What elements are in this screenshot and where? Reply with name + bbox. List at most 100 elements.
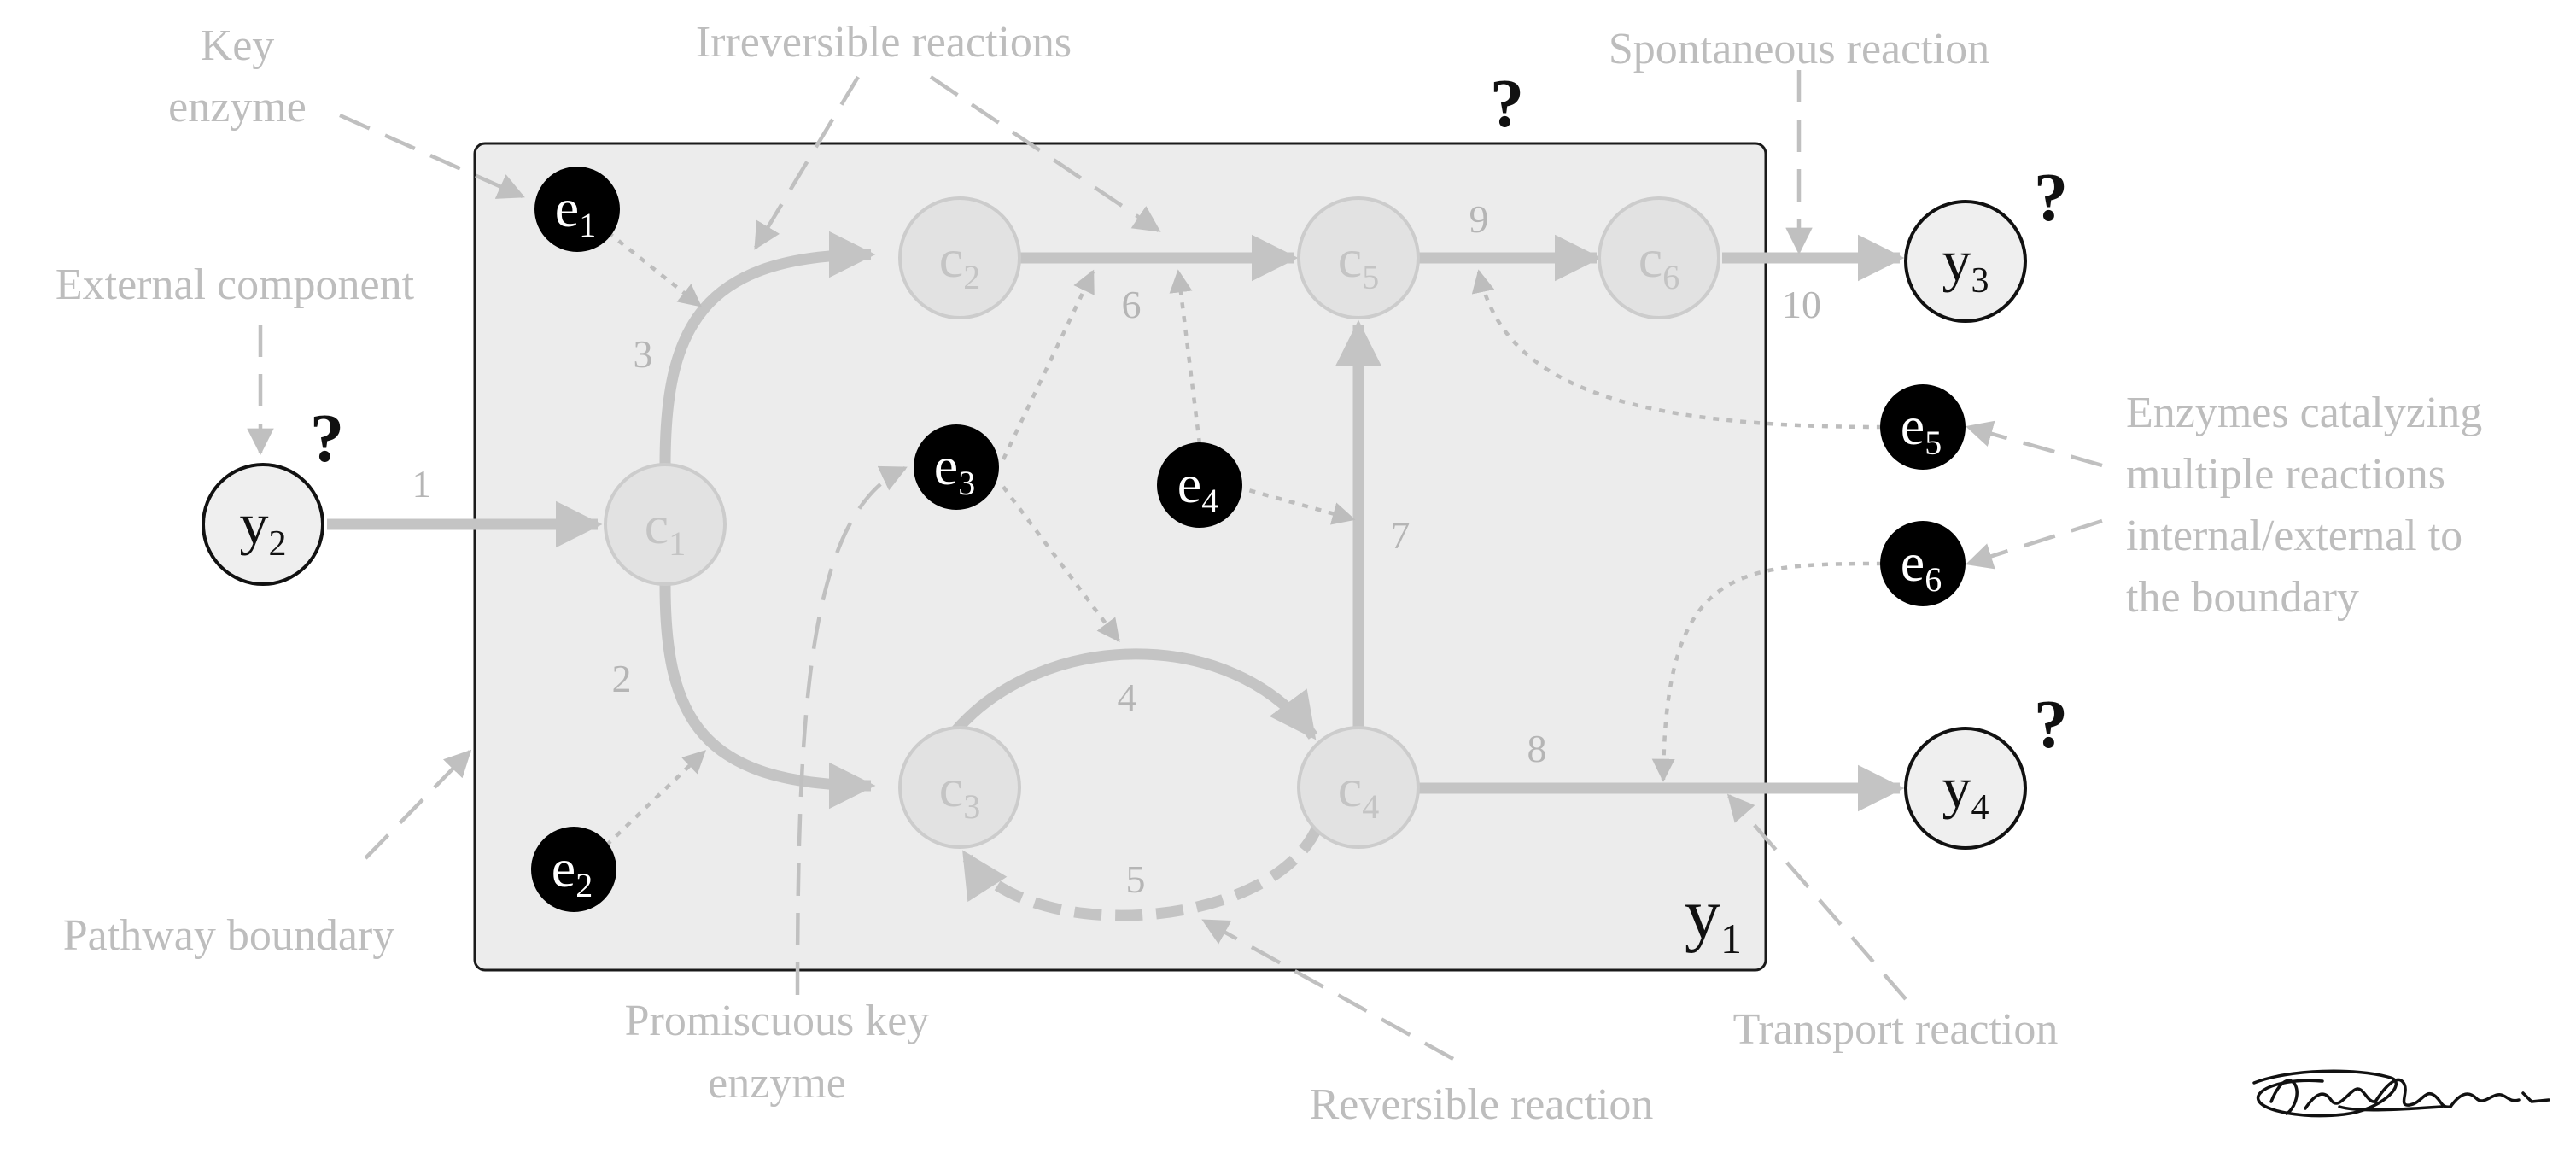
enzyme-sub: 5	[1925, 424, 1942, 462]
compound-label: c	[645, 494, 669, 555]
reaction-number: 3	[634, 332, 653, 376]
reaction-number: 7	[1391, 513, 1411, 557]
enzyme-label: e	[555, 178, 579, 238]
reaction-number: 6	[1122, 283, 1142, 326]
pointer-pathway-boundary	[364, 749, 472, 860]
compound-c1: c1	[604, 463, 727, 586]
catalysis-e5-r9	[1471, 269, 1884, 430]
svg-text:y2: y2	[240, 491, 287, 564]
catalysis-links	[605, 231, 1884, 847]
annotation-labels: Key enzyme Irreversible reactions Sponta…	[55, 18, 2482, 1129]
reaction-4-arrow	[952, 648, 1318, 740]
compound-sub: 5	[1362, 258, 1379, 296]
enzyme-label: e	[1901, 532, 1925, 593]
reaction-number: 4	[1118, 676, 1137, 719]
compound-c6: c6	[1598, 196, 1720, 319]
pointer-irreversible-right	[929, 75, 1161, 232]
annotation-enzymes-multiple: multiple reactions	[2126, 450, 2445, 499]
reaction-5-arrow	[960, 824, 1323, 921]
annotation-pointers	[247, 70, 2103, 1061]
boundary-label: y1	[1685, 874, 1742, 962]
compound-sub: 1	[669, 524, 686, 563]
reaction-number: 5	[1126, 857, 1146, 901]
annotation-reversible: Reversible reaction	[1310, 1080, 1654, 1129]
enzyme-e2: e2	[531, 827, 616, 912]
annotation-promiscuous: enzyme	[708, 1059, 846, 1108]
author-signature	[2252, 1069, 2550, 1118]
svg-text:e4: e4	[1177, 453, 1218, 520]
annotation-promiscuous: Promiscuous key	[625, 997, 930, 1045]
pointer-promiscuous	[795, 465, 908, 996]
svg-text:c2: c2	[939, 228, 980, 296]
annotation-pathway-boundary: Pathway boundary	[63, 911, 394, 960]
reaction-number: 1	[412, 462, 432, 506]
pointer-transport	[1726, 793, 1907, 1001]
external-label: y	[240, 491, 269, 556]
enzyme-sub: 4	[1201, 482, 1218, 520]
reaction-arrows	[327, 231, 1905, 921]
pointer-irreversible-left	[754, 75, 860, 250]
svg-text:y4: y4	[1942, 755, 1989, 828]
external-sub: 2	[269, 524, 287, 564]
compound-label: c	[939, 228, 963, 289]
reaction-number: 2	[612, 657, 632, 700]
annotation-irreversible: Irreversible reactions	[696, 18, 1072, 67]
question-mark-y2: ?	[310, 401, 344, 477]
compound-sub: 6	[1662, 258, 1679, 296]
annotation-key-enzyme: Key	[201, 21, 275, 70]
enzyme-label: e	[1177, 453, 1201, 514]
pointer-enzymes-e6	[1965, 518, 2103, 570]
compound-c2: c2	[898, 196, 1021, 319]
catalysis-e3-r4	[1002, 485, 1120, 643]
external-label: y	[1942, 228, 1971, 293]
compound-c5: c5	[1297, 196, 1420, 319]
enzyme-label: e	[552, 838, 575, 898]
catalysis-e2	[605, 750, 706, 847]
external-y4: y4	[1904, 727, 2027, 850]
enzyme-e3: e3	[914, 424, 999, 510]
pointer-enzymes-e5	[1965, 420, 2103, 468]
svg-text:c1: c1	[645, 494, 686, 563]
annotation-external-component: External component	[55, 260, 415, 309]
svg-text:c6: c6	[1638, 228, 1679, 296]
svg-text:c4: c4	[1338, 757, 1379, 826]
annotation-key-enzyme: enzyme	[168, 83, 307, 132]
compound-label: c	[1338, 228, 1362, 289]
external-label: y	[1942, 755, 1971, 820]
reaction-2-arrow	[659, 584, 876, 810]
enzyme-sub: 2	[575, 866, 593, 904]
annotation-spontaneous: Spontaneous reaction	[1609, 25, 1989, 73]
reaction-3-arrow	[659, 231, 876, 466]
svg-text:e1: e1	[555, 178, 596, 244]
question-mark-y4: ?	[2034, 687, 2068, 763]
compound-sub: 4	[1362, 787, 1379, 826]
catalysis-e4-r6	[1169, 269, 1202, 445]
svg-text:e3: e3	[934, 436, 975, 502]
external-y3: y3	[1904, 200, 2027, 323]
svg-text:e2: e2	[552, 838, 593, 904]
compound-sub: 3	[963, 787, 980, 826]
reaction-number: 9	[1469, 197, 1489, 241]
catalysis-e4-r7	[1235, 484, 1356, 525]
enzyme-e4: e4	[1157, 442, 1242, 528]
enzyme-sub: 3	[958, 464, 975, 502]
svg-text:e5: e5	[1901, 395, 1942, 462]
pathway-boundary-box	[473, 142, 1767, 972]
svg-text:e6: e6	[1901, 532, 1942, 599]
compound-label: c	[1638, 228, 1662, 289]
reaction-number: 10	[1782, 283, 1821, 326]
enzyme-e1: e1	[534, 167, 620, 252]
annotation-enzymes-multiple: internal/external to	[2126, 512, 2462, 560]
compound-label: c	[939, 757, 963, 818]
external-y2: y2	[202, 463, 324, 586]
enzyme-sub: 6	[1925, 560, 1942, 599]
annotation-transport: Transport reaction	[1733, 1005, 2059, 1054]
catalysis-e6-r8	[1651, 561, 1884, 782]
question-mark-y3: ?	[2034, 161, 2068, 236]
svg-text:c3: c3	[939, 757, 980, 826]
enzyme-sub: 1	[579, 206, 596, 244]
annotation-enzymes-multiple: Enzymes catalyzing	[2126, 389, 2482, 437]
question-mark-boundary: ?	[1490, 67, 1524, 142]
annotation-enzymes-multiple: the boundary	[2126, 573, 2359, 622]
